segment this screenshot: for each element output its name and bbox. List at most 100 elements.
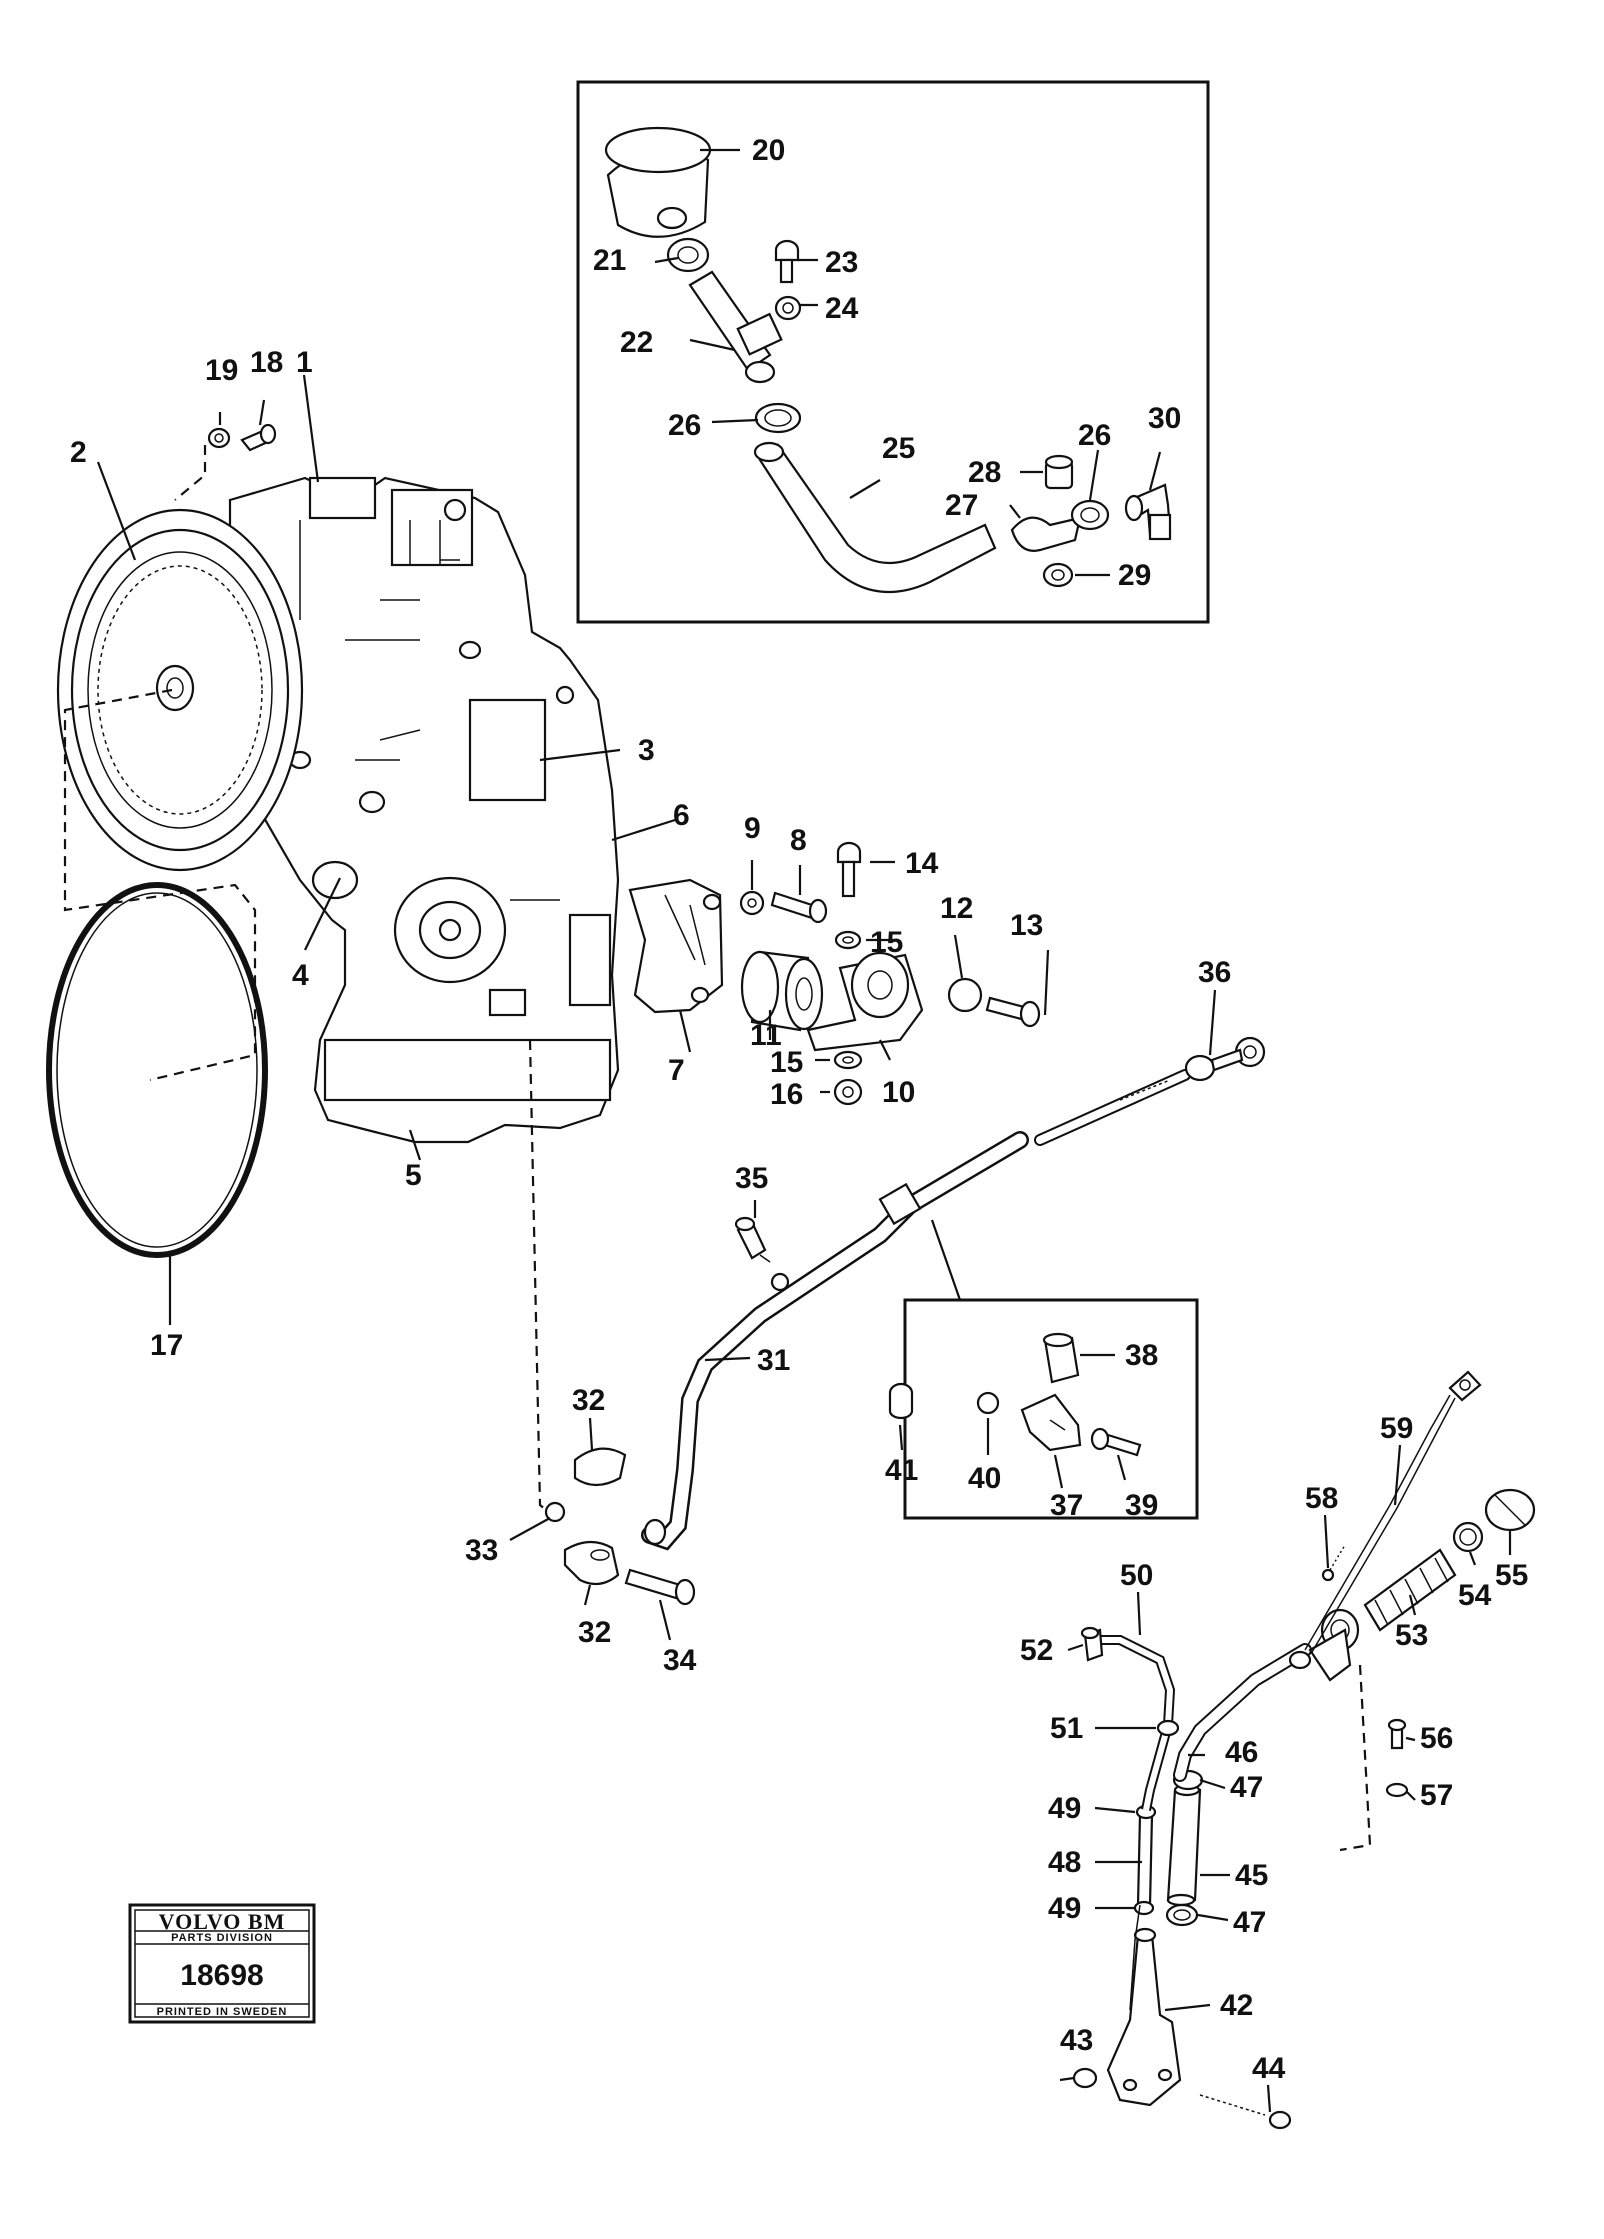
label-23: 23	[825, 246, 858, 279]
label-47b: 47	[1233, 1906, 1266, 1939]
transmission-housing	[228, 476, 620, 1144]
nut-29	[1042, 562, 1074, 588]
clip-32a	[573, 1447, 627, 1487]
bolt-13	[985, 996, 1041, 1028]
label-27: 27	[945, 489, 978, 522]
connection-33	[544, 1501, 566, 1523]
label-35: 35	[735, 1162, 768, 1195]
label-39: 39	[1125, 1489, 1158, 1522]
label-51: 51	[1050, 1712, 1083, 1745]
hose-clamp-51	[1156, 1719, 1180, 1737]
label-8: 8	[790, 824, 807, 857]
label-9: 9	[744, 812, 761, 845]
label-53: 53	[1395, 1619, 1428, 1652]
bolt-39	[1090, 1427, 1142, 1457]
breather-35	[734, 1216, 771, 1263]
label-20: 20	[752, 134, 785, 167]
label-47a: 47	[1230, 1771, 1263, 1804]
bracket-7	[628, 878, 724, 1014]
washer-12	[947, 977, 983, 1013]
washer-15a	[834, 930, 862, 950]
label-25: 25	[882, 432, 915, 465]
label-40: 40	[968, 1462, 1001, 1495]
ball-40	[976, 1391, 1000, 1415]
label-1: 1	[296, 346, 313, 379]
hose-clamp-47b	[1165, 1903, 1199, 1927]
label-36: 36	[1198, 956, 1231, 989]
bellows-53	[1363, 1548, 1457, 1632]
label-10: 10	[882, 1076, 915, 1109]
label-37: 37	[1050, 1489, 1083, 1522]
hose-clamp-26	[754, 402, 802, 434]
pipe-48	[1136, 1813, 1154, 1907]
volvo-bm-parts-stamp: VOLVO BM PARTS DIVISION 18698 PRINTED IN…	[128, 1903, 316, 2024]
label-19: 19	[205, 354, 238, 387]
bolt-34	[624, 1568, 696, 1606]
hose-25	[753, 441, 997, 594]
label-13: 13	[1010, 909, 1043, 942]
hose-clamp-26b	[1070, 499, 1110, 531]
label-15a: 15	[870, 926, 903, 959]
stamp-printed: PRINTED IN SWEDEN	[157, 2006, 288, 2018]
label-6: 6	[673, 799, 690, 832]
label-49a: 49	[1048, 1792, 1081, 1825]
fitting-52	[1080, 1626, 1104, 1662]
o-ring-17	[46, 882, 268, 1258]
label-41: 41	[885, 1454, 918, 1487]
label-17: 17	[150, 1329, 183, 1362]
bolt-14	[836, 841, 862, 898]
label-59: 59	[1380, 1412, 1413, 1445]
label-57: 57	[1420, 1779, 1453, 1812]
nut-41	[888, 1382, 914, 1420]
label-32a: 32	[572, 1384, 605, 1417]
bolt-44	[1199, 2094, 1292, 2130]
filler-pipe-42	[1106, 1927, 1182, 2107]
label-54: 54	[1458, 1579, 1492, 1612]
bracket-37	[1020, 1393, 1082, 1452]
dipstick-36	[1034, 1036, 1266, 1146]
hose-46	[1173, 1608, 1360, 1782]
stamp-number: 18698	[180, 1959, 263, 1992]
o-ring-54	[1452, 1521, 1484, 1553]
filter-adapter-21	[666, 237, 710, 273]
label-52: 52	[1020, 1634, 1053, 1667]
screw-56	[1387, 1718, 1407, 1750]
bracket-10	[806, 951, 924, 1052]
elbow-nipple-30	[1124, 483, 1172, 541]
label-7: 7	[668, 1054, 685, 1087]
label-48: 48	[1048, 1846, 1081, 1879]
part-labels: 1 2 3 4 5 6 7 8 9 10 11 12 13 14 15 15 1…	[70, 134, 1528, 2085]
washer-24	[774, 295, 802, 321]
bolt-18	[240, 423, 277, 452]
label-43: 43	[1060, 2024, 1093, 2057]
label-55: 55	[1495, 1559, 1528, 1592]
label-44: 44	[1252, 2052, 1286, 2085]
label-42: 42	[1220, 1989, 1253, 2022]
label-26a: 26	[668, 409, 701, 442]
label-18: 18	[250, 346, 283, 379]
label-50: 50	[1120, 1559, 1153, 1592]
tube-45	[1166, 1783, 1202, 1907]
washer-15b	[833, 1050, 863, 1070]
label-22: 22	[620, 326, 653, 359]
label-15b: 15	[770, 1046, 803, 1079]
vent-hose-50	[1090, 1635, 1176, 2011]
label-2: 2	[70, 436, 87, 469]
washer-19	[207, 427, 231, 449]
label-29: 29	[1118, 559, 1151, 592]
oil-tube-31	[641, 1131, 1029, 1551]
dipstick-59	[1304, 1370, 1482, 1653]
label-24: 24	[825, 292, 859, 325]
label-38: 38	[1125, 1339, 1158, 1372]
label-16: 16	[770, 1078, 803, 1111]
label-11: 11	[750, 1019, 782, 1052]
stamp-division: PARTS DIVISION	[171, 1932, 273, 1944]
lock-wire-58	[1321, 1544, 1346, 1582]
label-56: 56	[1420, 1722, 1453, 1755]
washer-9	[739, 890, 765, 916]
label-5: 5	[405, 1159, 422, 1192]
label-34: 34	[663, 1644, 697, 1677]
oil-filter-20	[604, 126, 712, 238]
label-46: 46	[1225, 1736, 1258, 1769]
